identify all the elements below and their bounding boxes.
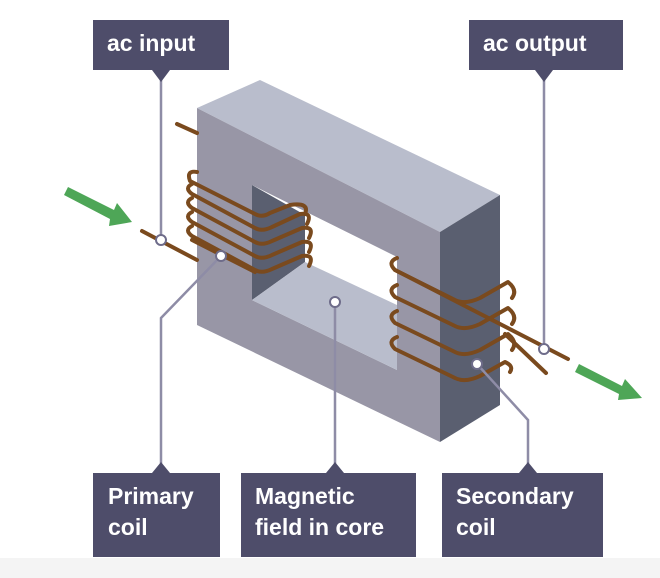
primary-coil-turn: [186, 224, 313, 274]
pointer-magnetic-field: [326, 462, 344, 473]
output-arrow-icon: [575, 364, 642, 400]
primary-coil-turn: [186, 182, 311, 232]
leader-line-secondary-coil: [476, 363, 530, 465]
pointer-ac-input: [152, 70, 170, 82]
label-primary-coil: Primary coil: [93, 473, 220, 557]
primary-coil-turn: [186, 196, 313, 246]
pointer-secondary-coil: [519, 462, 537, 473]
dot-primary-coil: [215, 250, 227, 262]
dot-ac-input: [155, 234, 167, 246]
label-magnetic-field-text: Magnetic field in core: [255, 483, 385, 540]
secondary-coil-lead-1: [393, 268, 570, 361]
primary-coil-top-lead: [175, 122, 199, 135]
input-arrow-icon: [64, 187, 132, 226]
core-front-face: [197, 108, 440, 442]
label-secondary-coil-text: Secondary coil: [456, 483, 574, 540]
label-magnetic-field: Magnetic field in core: [241, 473, 416, 557]
label-secondary-coil: Secondary coil: [442, 473, 603, 557]
core-window-opening: [305, 215, 397, 305]
label-ac-output-text: ac output: [483, 30, 587, 56]
dot-magnetic-field: [329, 296, 341, 308]
core-top-face: [197, 80, 500, 232]
secondary-coil-turn: [389, 283, 517, 331]
pointer-dots: [155, 234, 550, 370]
label-primary-coil-text: Primary coil: [108, 483, 194, 540]
footer-strip: [0, 558, 660, 578]
core-window-bottom-shelf: [252, 262, 397, 370]
pointer-ac-output: [535, 70, 553, 82]
label-pointers: [152, 70, 553, 473]
primary-coil-turn: [186, 210, 313, 260]
primary-coil-turn: [186, 169, 308, 218]
leader-line-primary-coil: [159, 255, 222, 465]
secondary-coil-lead-2: [503, 332, 548, 375]
secondary-coil-turn: [389, 256, 517, 305]
pointer-primary-coil: [152, 462, 170, 473]
primary-coil: [140, 122, 313, 274]
core-side-face: [440, 195, 500, 442]
label-ac-input-text: ac input: [107, 30, 196, 56]
label-ac-output: ac output: [469, 20, 623, 70]
leader-lines: [159, 70, 546, 465]
secondary-coil-turn: [389, 335, 514, 383]
label-ac-input: ac input: [93, 20, 229, 70]
secondary-coil: [389, 256, 570, 383]
dot-secondary-coil: [471, 358, 483, 370]
dot-ac-output: [538, 343, 550, 355]
primary-coil-bottom-lead: [140, 229, 199, 262]
